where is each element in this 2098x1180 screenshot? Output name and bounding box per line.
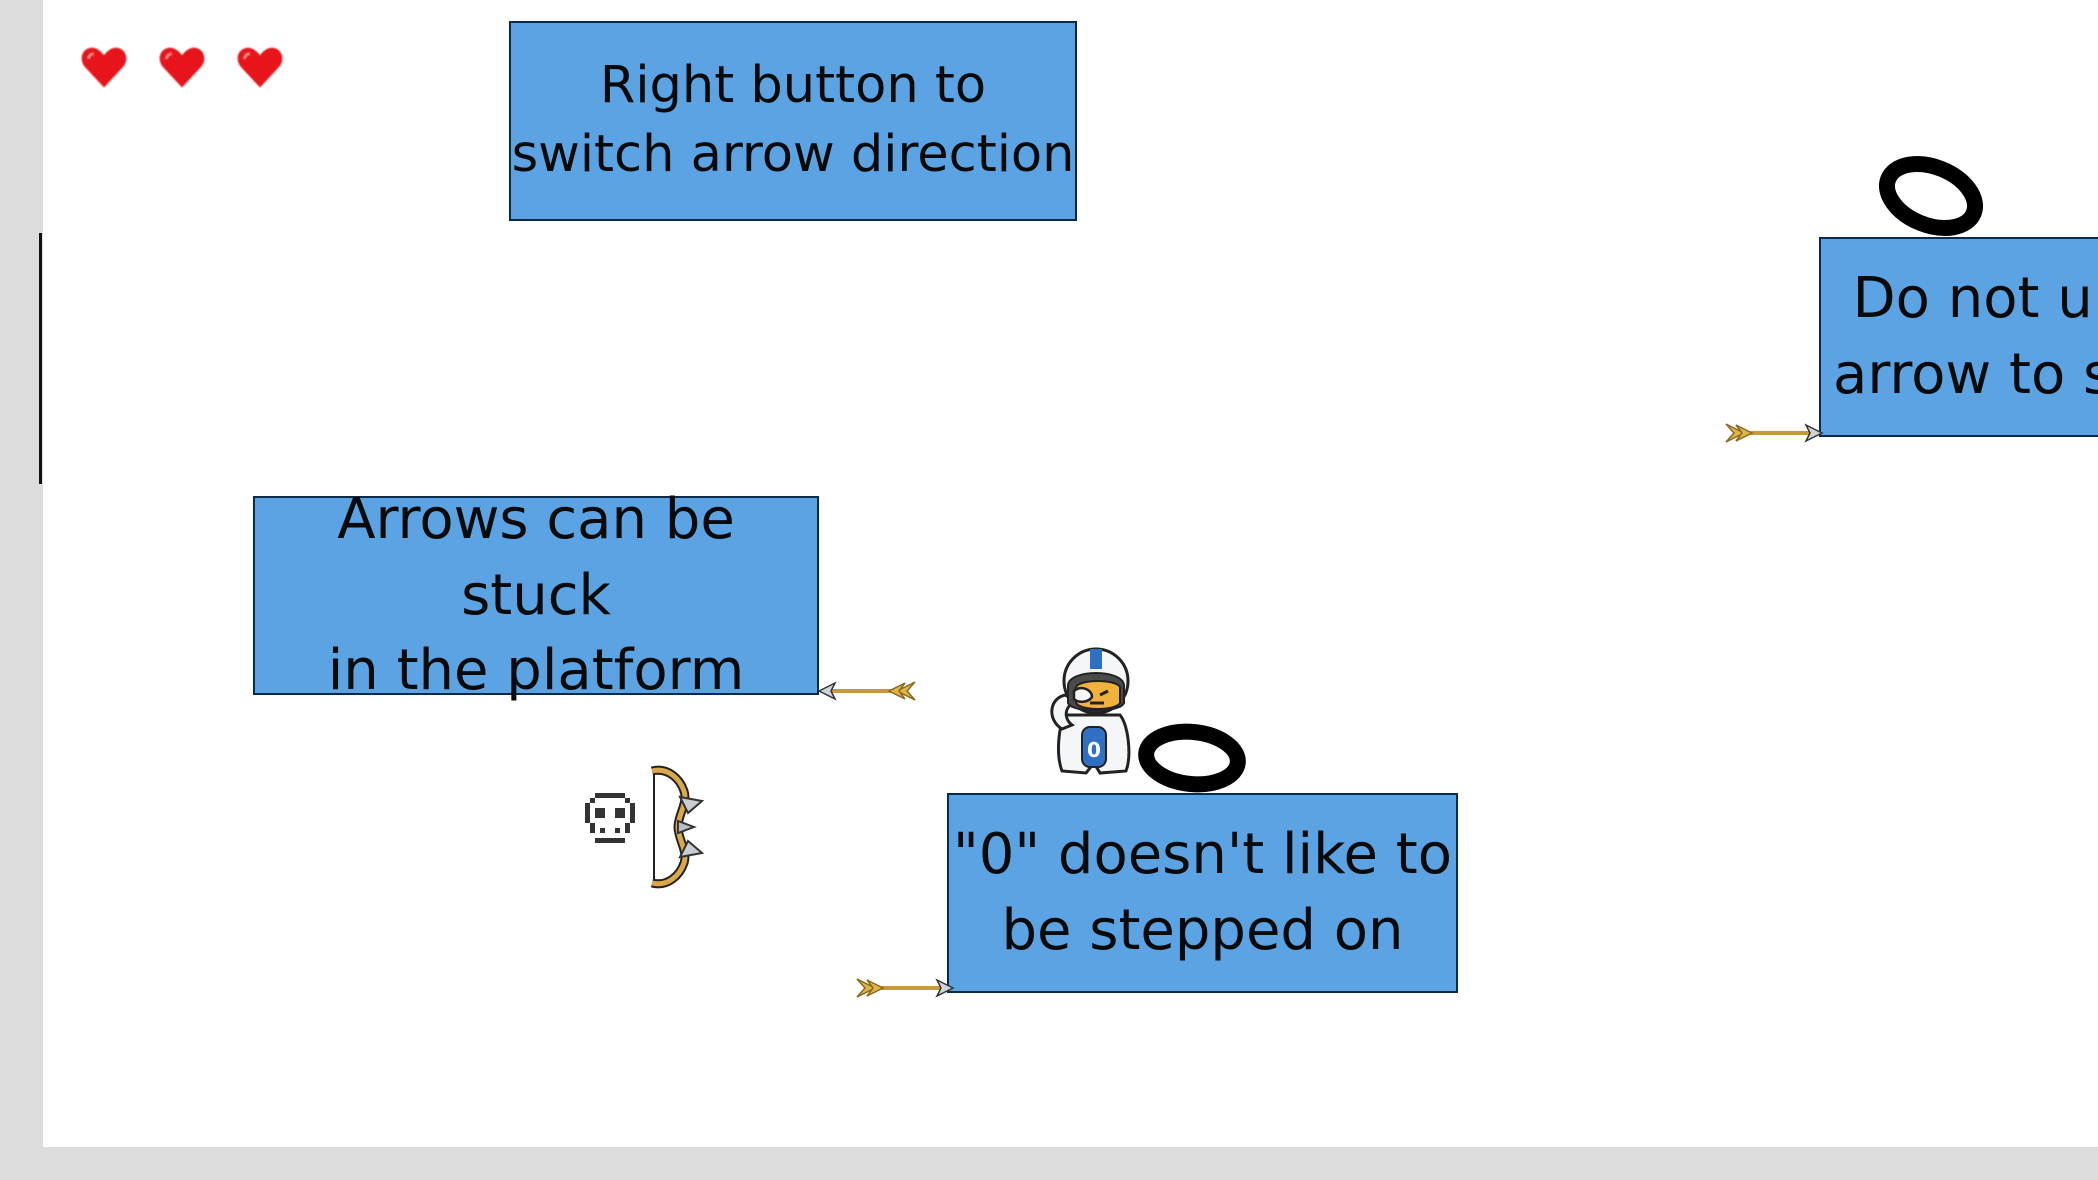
platform-hint-switch-direction: Right button to switch arrow direction <box>509 21 1077 221</box>
astronaut-player[interactable]: 0 <box>1040 645 1146 777</box>
player-badge: 0 <box>1087 738 1101 762</box>
bow-icon[interactable] <box>644 765 710 889</box>
platform-hint-arrows-stuck: Arrows can be stuck in the platform <box>253 487 819 703</box>
platform-hint-partial: Do not u arrow to s <box>1819 237 2098 437</box>
arrow-icon <box>856 978 955 998</box>
heart-icon <box>237 47 283 88</box>
left-wall-edge <box>39 233 42 484</box>
platform-hint-zero-enemy: "0" doesn't like to be stepped on <box>947 793 1458 993</box>
arrow-icon <box>1725 423 1824 443</box>
lives-hud <box>80 45 284 89</box>
heart-icon <box>159 47 205 88</box>
skull-icon <box>585 793 635 843</box>
arrow-icon <box>817 681 916 701</box>
zero-ring-enemy <box>1138 723 1246 793</box>
heart-icon <box>81 47 127 88</box>
zero-ring-enemy <box>1878 156 1984 236</box>
